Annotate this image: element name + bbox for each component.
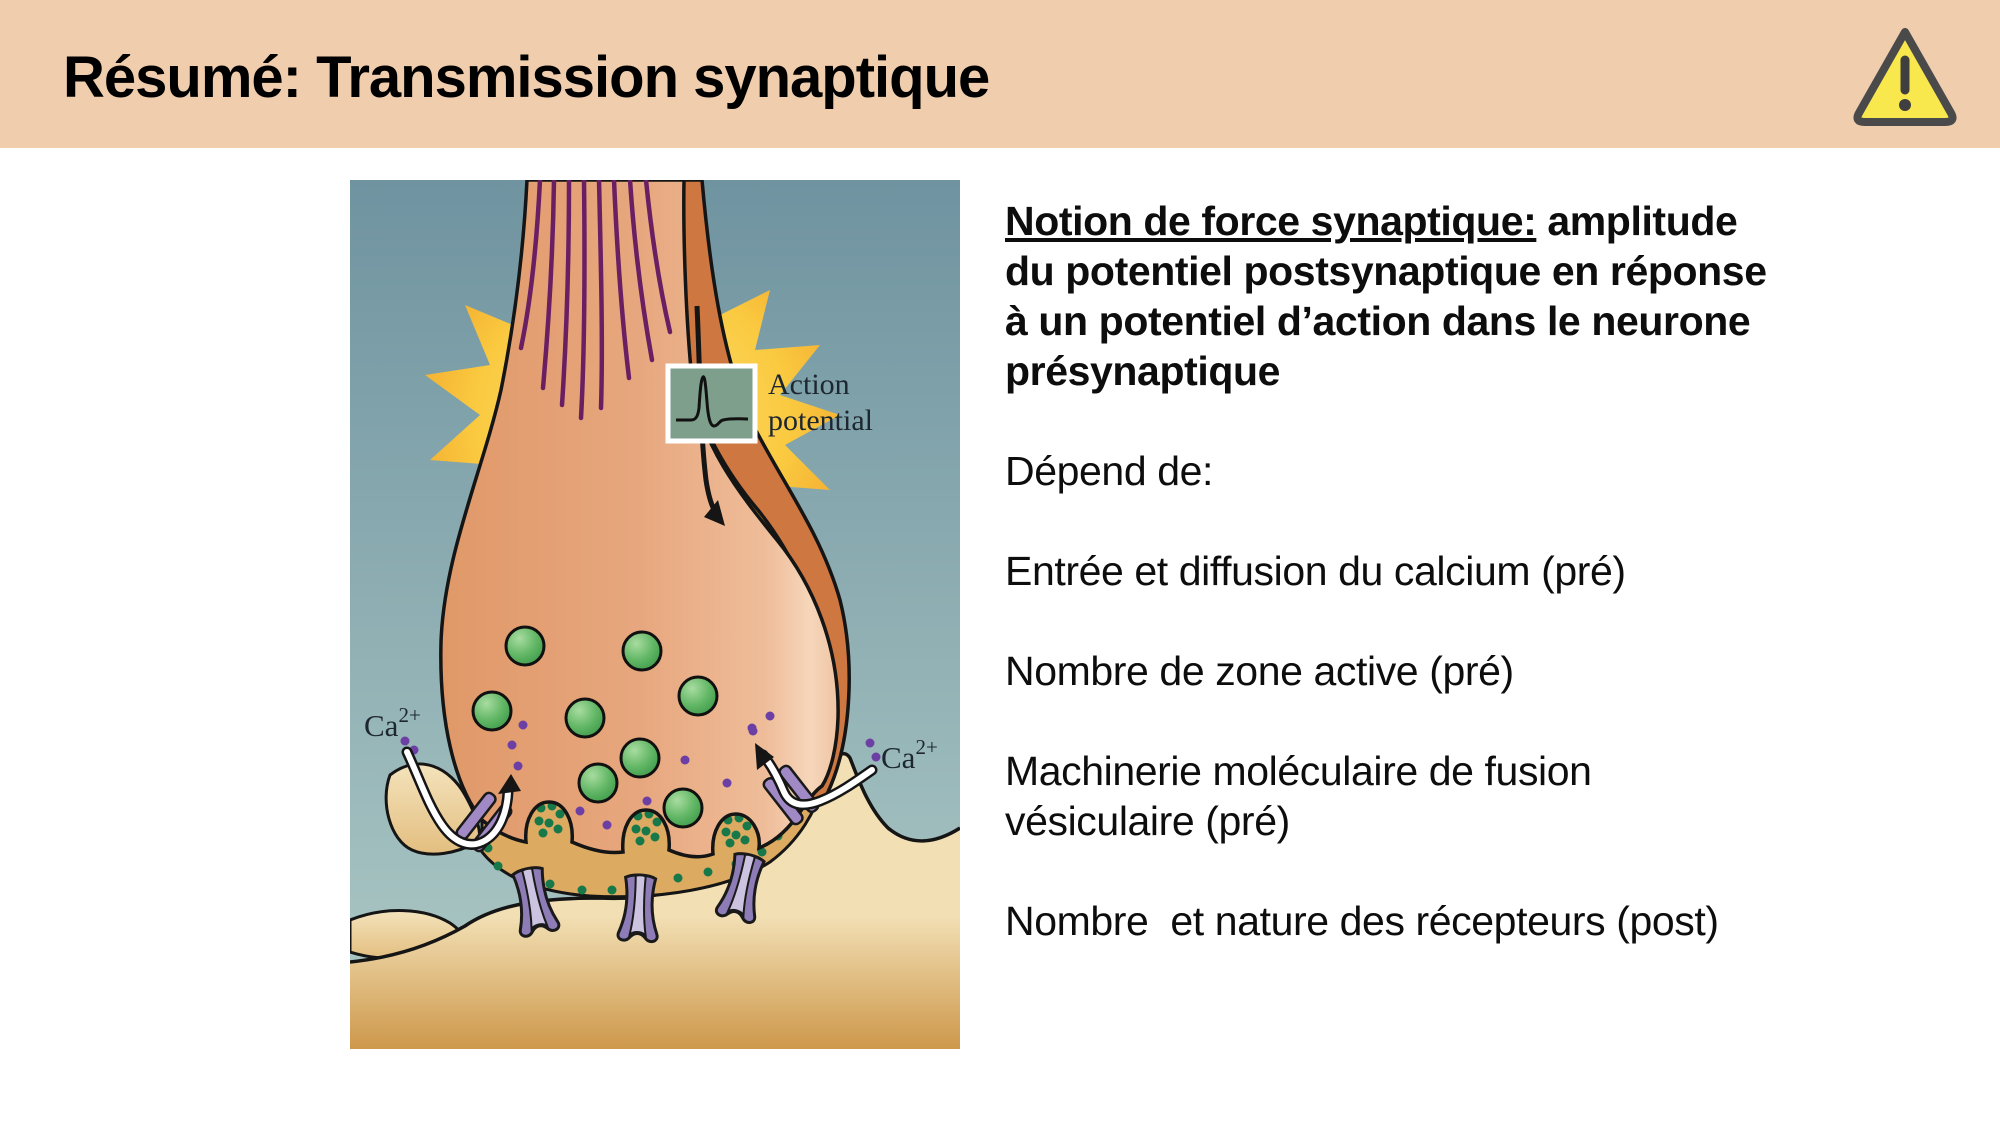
factor-receptors: Nombre et nature des récepteurs (post) [1005, 898, 1719, 944]
microtubules [518, 180, 673, 421]
presynaptic-terminal [439, 180, 840, 859]
definition-term: Notion de force synaptique: [1005, 198, 1537, 244]
warning-exclamation-dot [1899, 99, 1911, 111]
warning-triangle-icon [1853, 28, 1957, 126]
postsynaptic-cell [350, 753, 960, 1049]
action-potential-label: Action [768, 368, 850, 401]
action-potential-inset [665, 363, 758, 444]
definition-paragraph: Notion de force synaptique: amplitude du… [1005, 196, 1780, 396]
factor-active-zones: Nombre de zone active (pré) [1005, 648, 1514, 694]
calcium-ions [400, 711, 881, 830]
action-potential-label-line2: potential [768, 404, 873, 437]
factor-fusion-machinery: Machinerie moléculaire de fusion vésicul… [1005, 748, 1603, 844]
calcium-entry-arrow-left [401, 746, 521, 850]
calcium-entry-arrow-right [755, 743, 878, 811]
synaptic-vesicles [471, 625, 719, 829]
slide-title: Résumé: Transmission synaptique [63, 45, 990, 110]
factor-calcium: Entrée et diffusion du calcium (pré) [1005, 548, 1626, 594]
synapse-illustration: Action potential Ca2+ Ca2+ [350, 180, 960, 1049]
depends-label: Dépend de: [1005, 448, 1214, 494]
action-potential-trace [676, 375, 749, 428]
calcium-label-right: Ca2+ [881, 735, 938, 775]
calcium-label-left: Ca2+ [364, 703, 421, 743]
action-potential-arrow [694, 305, 725, 526]
definition-body: amplitude du potentiel postsynaptique en… [1005, 198, 1778, 394]
slide-header: Résumé: Transmission synaptique [0, 0, 2000, 148]
synapse-illustration-svg: Action potential Ca2+ Ca2+ [350, 180, 960, 1049]
notes-text: Notion de force synaptique: amplitude du… [1005, 196, 1780, 996]
